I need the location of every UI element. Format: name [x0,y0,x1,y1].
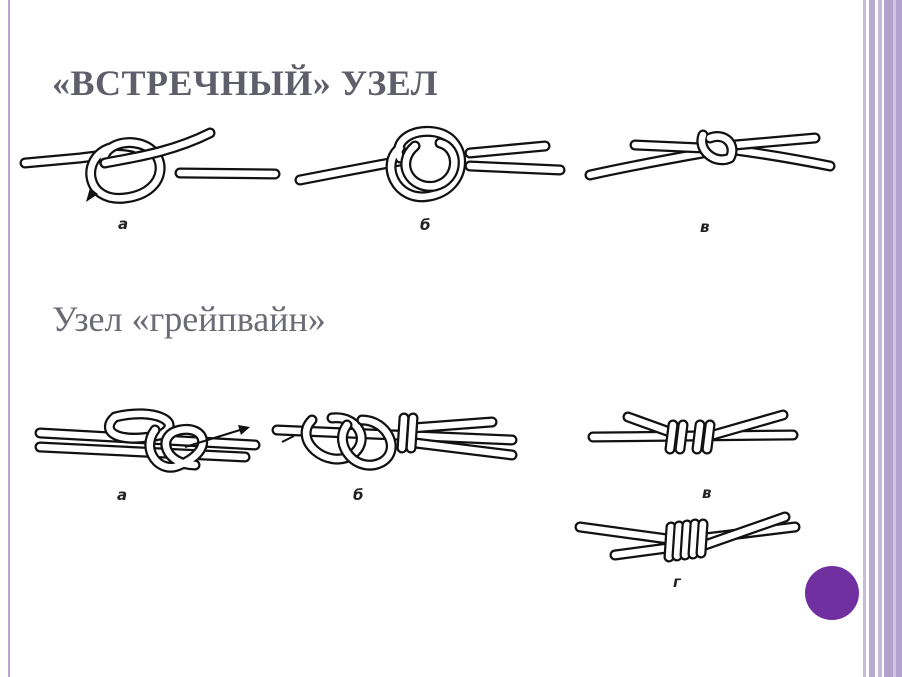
figure-label: б [420,216,431,234]
figure-label: а [118,215,129,233]
figure-label: б [353,486,364,504]
figure-label: в [700,218,710,236]
slide-title: «ВСТРЕЧНЫЙ» УЗЕЛ [52,63,439,103]
section-subtitle: Узел «грейпвайн» [52,299,326,339]
right-frame-stripe [869,0,875,677]
grapevine-knot-figure-c [587,409,799,455]
counter-knot-figure-b [294,125,566,203]
counter-knot-figure-c [584,129,836,181]
accent-circle [805,566,859,620]
figure-label: г [673,573,681,591]
right-frame-stripe [878,0,882,677]
right-frame-stripe [893,0,896,677]
grapevine-knot-figure-b [271,412,518,471]
right-frame-stripe [863,0,866,677]
figure-label: а [117,486,128,504]
grapevine-knot-figure-a [34,408,261,473]
grapevine-knot-figure-d [574,511,801,563]
counter-knot-figure-a [19,127,281,204]
figure-label: в [702,484,712,502]
left-frame-line [8,0,10,677]
